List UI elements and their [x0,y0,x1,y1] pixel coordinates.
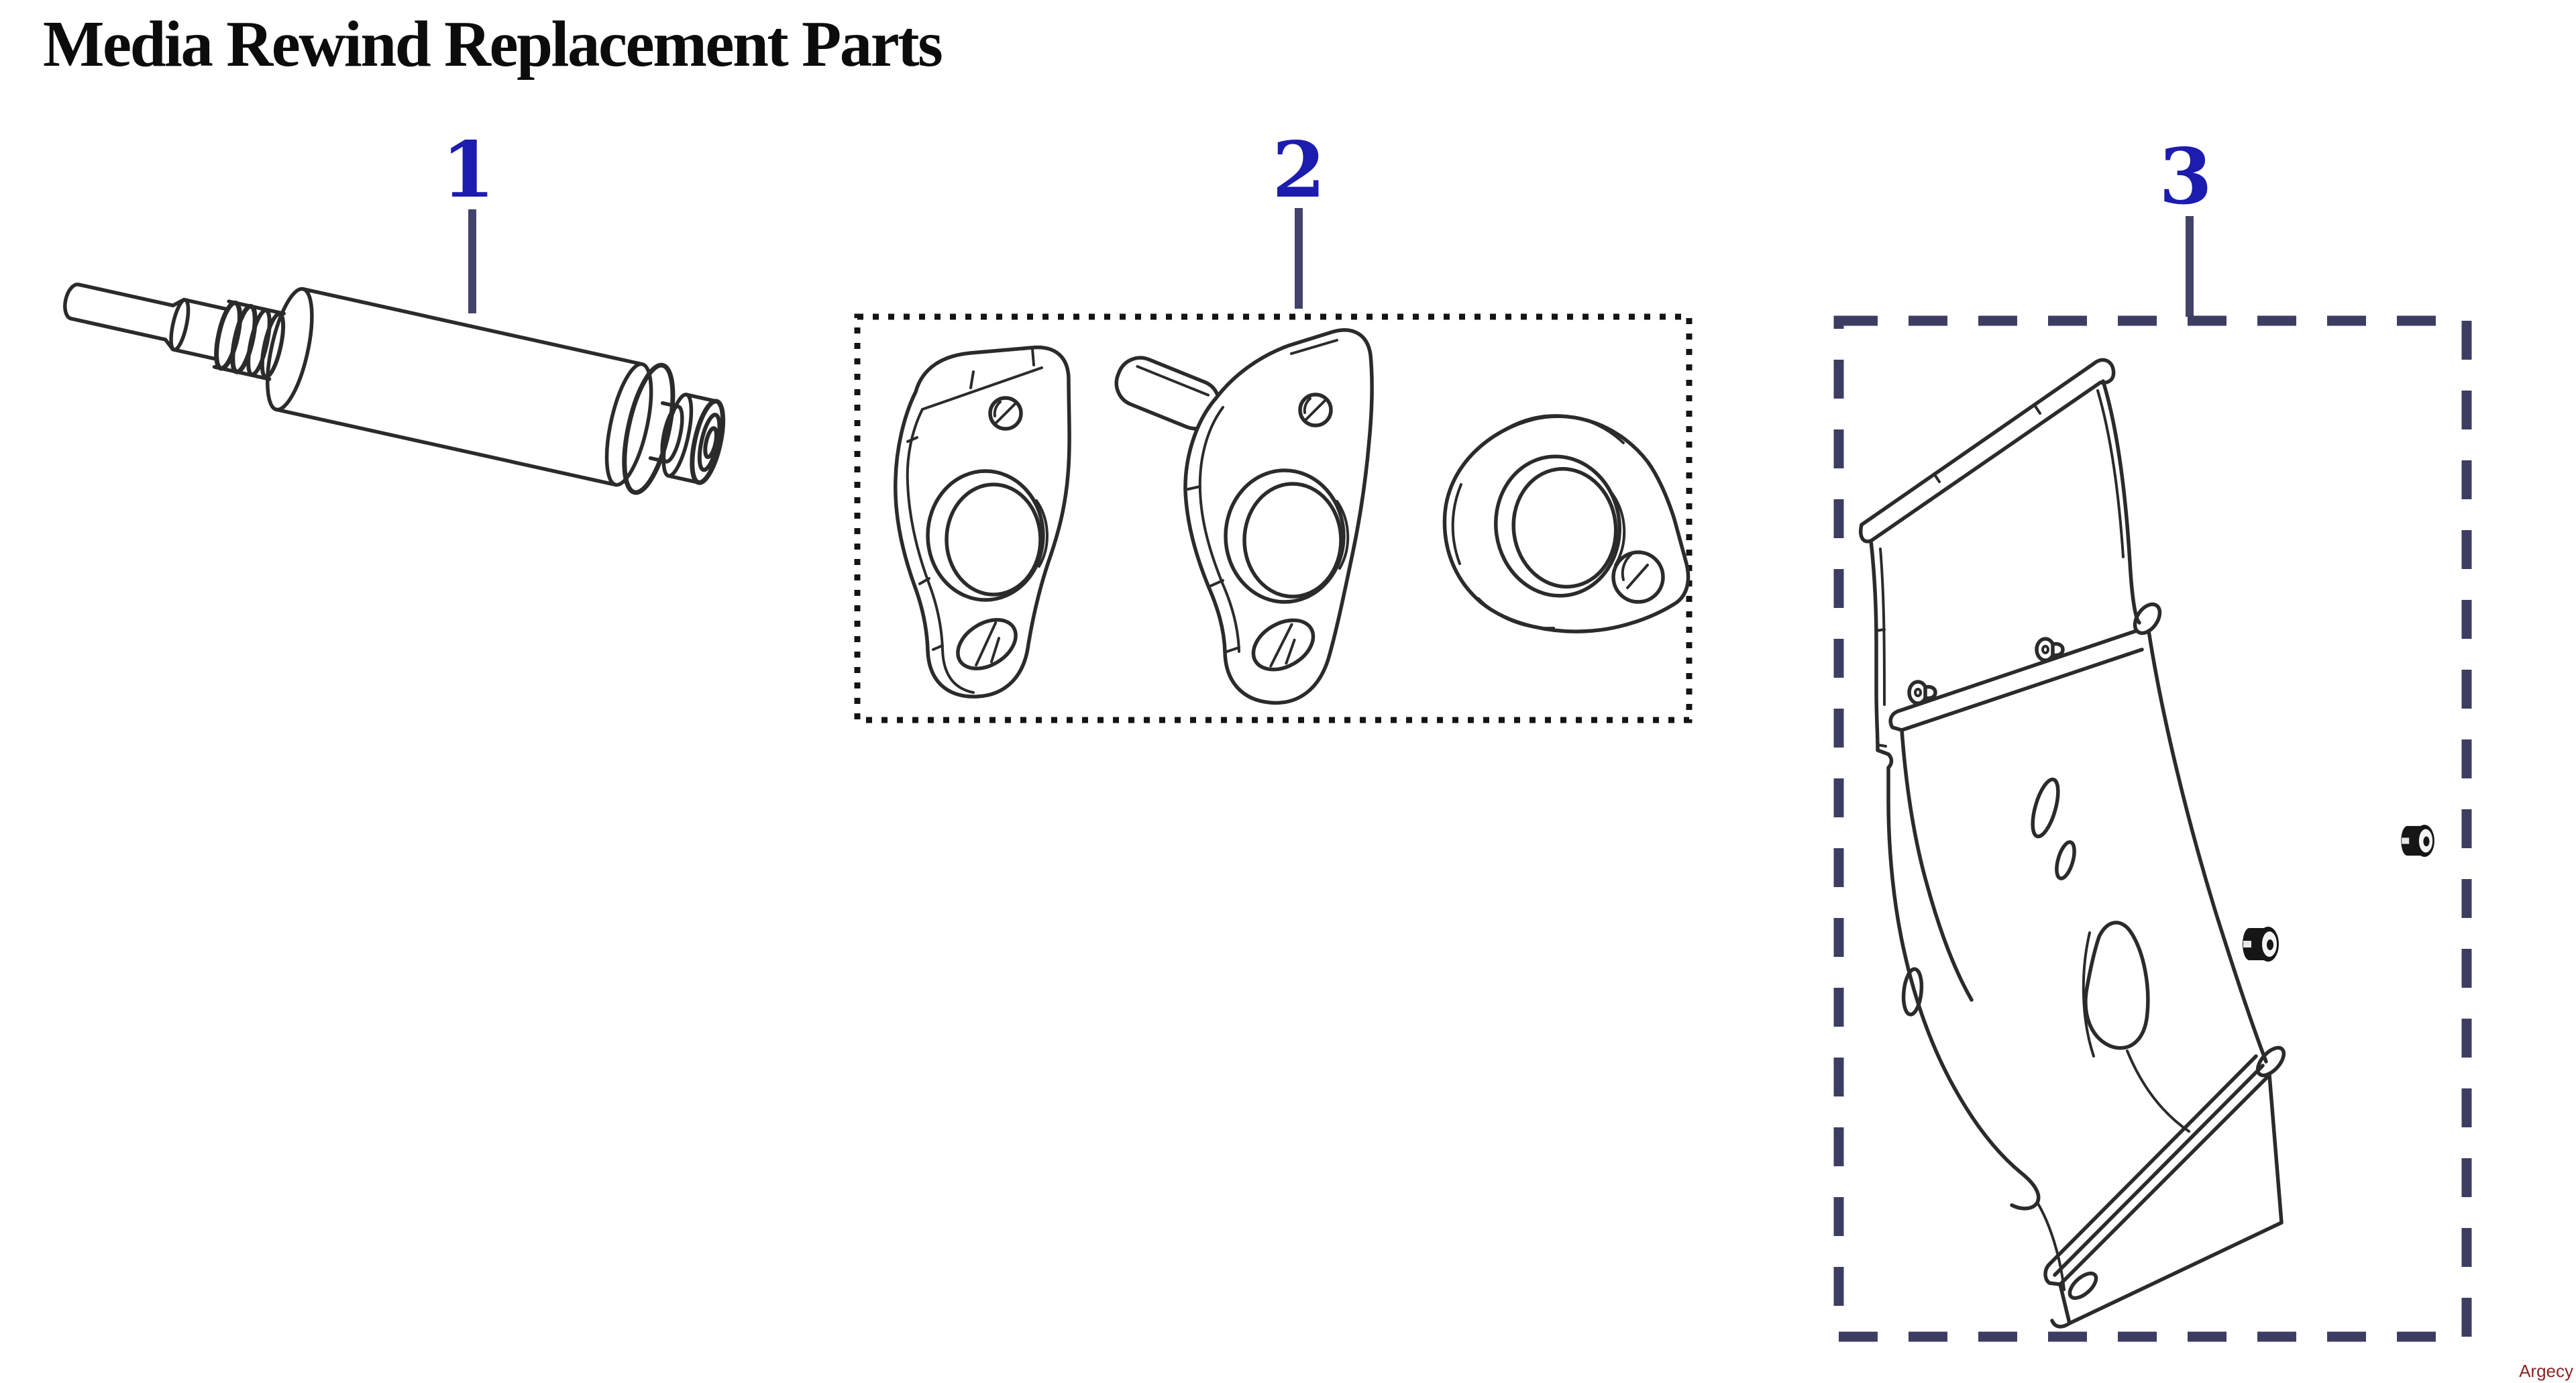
bracket-plate-a [896,348,1069,697]
page-title: Media Rewind Replacement Parts [43,8,943,80]
nut-fastener-lower [2243,927,2279,962]
washer-plate [1444,415,1688,631]
callout-number-1: 1 [441,125,495,215]
dashed-box-border [1839,321,2467,1337]
bracket-plate-b [1110,330,1372,703]
roller-group [52,255,734,508]
watermark-text: Argecy [2519,1361,2573,1381]
part-2-plate-kit-drawing [854,313,1693,723]
part-3-guide-plate-drawing [1833,315,2472,1342]
dotted-box-border [857,317,1689,720]
callout-number-3: 3 [2159,132,2212,221]
leader-line-2 [1295,208,1303,309]
guide-plate [1861,360,2289,1326]
callout-number-2: 2 [1272,125,1326,215]
part-1-spindle-roller-drawing [0,255,839,684]
nut-fastener-upper [2401,825,2434,857]
leader-line-1 [468,209,476,313]
leader-line-3 [2186,216,2194,317]
